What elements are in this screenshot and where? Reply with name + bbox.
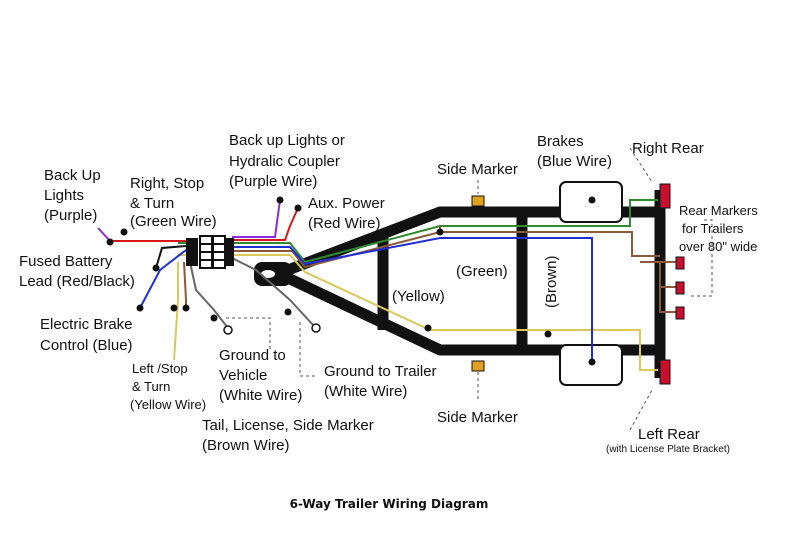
six-way-connector xyxy=(186,235,234,269)
side-marker-bottom-lamp xyxy=(471,360,485,372)
right-rear-lamp xyxy=(659,183,671,209)
label-green-wire: (Green) xyxy=(456,263,508,280)
label-backup-coupler: Back up Lights or Hydralic Coupler (Purp… xyxy=(229,132,345,190)
diagram-caption: 6-Way Trailer Wiring Diagram xyxy=(290,497,489,511)
label-left-rear-note: (with License Plate Bracket) xyxy=(606,444,730,455)
label-left-stop-1: Left /Stop xyxy=(132,361,188,376)
label-yellow-wire: (Yellow) xyxy=(392,288,445,305)
ground-trailer-terminal xyxy=(311,323,321,333)
brown-lead xyxy=(183,261,187,308)
label-left-rear: Left Rear xyxy=(638,426,700,443)
label-side-marker-top: Side Marker xyxy=(437,161,518,178)
label-ground-trailer: Ground to Trailer (White Wire) xyxy=(324,363,437,400)
black-battery xyxy=(155,245,187,269)
label-rear-markers-1: Rear Markers xyxy=(679,203,758,218)
label-side-marker-bottom: Side Marker xyxy=(437,409,518,426)
label-tail-license-1: Tail, License, Side Marker xyxy=(202,417,374,434)
label-fused-battery: Fused Battery Lead (Red/Black) xyxy=(19,253,135,290)
label-left-stop-2: & Turn xyxy=(132,379,170,394)
connection-dots xyxy=(106,196,596,366)
label-ground-trailer-2: (White Wire) xyxy=(324,383,407,400)
coupler-hole xyxy=(261,270,275,278)
label-backup-coupler-3: (Purple Wire) xyxy=(229,173,317,190)
label-right-stop: Right, Stop & Turn (Green Wire) xyxy=(130,175,217,230)
label-ground-trailer-1: Ground to Trailer xyxy=(324,363,437,380)
label-aux-power: Aux. Power (Red Wire) xyxy=(308,195,385,232)
label-ground-vehicle: Ground to Vehicle (White Wire) xyxy=(219,347,302,404)
label-fused-battery-2: Lead (Red/Black) xyxy=(19,273,135,290)
label-backup-coupler-2: Hydralic Coupler xyxy=(229,153,340,170)
label-rear-markers-3: over 80" wide xyxy=(679,239,757,254)
label-brakes: Brakes (Blue Wire) xyxy=(537,133,612,170)
side-marker-top-lamp xyxy=(471,195,485,207)
ground-vehicle-terminal xyxy=(223,325,233,335)
label-brakes-1: Brakes xyxy=(537,133,584,150)
blue-lead xyxy=(139,249,187,309)
label-ground-vehicle-3: (White Wire) xyxy=(219,387,302,404)
white-ground-trailer xyxy=(231,257,315,327)
red-wire xyxy=(232,207,299,241)
blue-wire xyxy=(232,237,593,362)
brown-wire xyxy=(232,231,676,313)
label-ground-vehicle-2: Vehicle xyxy=(219,367,267,384)
frame-tongue-bottom xyxy=(285,273,665,356)
label-right-stop-1: Right, Stop xyxy=(130,175,204,192)
rear-marker-3 xyxy=(675,306,685,320)
label-fused-battery-1: Fused Battery xyxy=(19,253,113,270)
label-right-stop-3: (Green Wire) xyxy=(130,213,217,230)
label-right-rear: Right Rear xyxy=(632,140,704,157)
label-electric-brake-2: Control (Blue) xyxy=(40,337,133,354)
label-brown-wire: (Brown) xyxy=(543,255,560,308)
purple-wire xyxy=(232,199,281,238)
label-left-stop-3: (Yellow Wire) xyxy=(130,397,206,412)
purple-lead xyxy=(97,227,111,242)
label-ground-vehicle-1: Ground to xyxy=(219,347,286,364)
label-backup-lights: Back Up Lights (Purple) xyxy=(44,167,101,224)
yellow-lead xyxy=(173,262,179,361)
label-backup-lights-1: Back Up xyxy=(44,167,101,184)
label-rear-markers-2: for Trailers xyxy=(682,221,744,236)
label-backup-lights-2: Lights xyxy=(44,187,84,204)
label-aux-power-2: (Red Wire) xyxy=(308,215,381,232)
rear-marker-2 xyxy=(675,281,685,295)
label-backup-coupler-1: Back up Lights or xyxy=(229,132,345,149)
label-tail-license: Tail, License, Side Marker (Brown Wire) xyxy=(202,417,374,454)
label-right-stop-2: & Turn xyxy=(130,195,174,212)
white-ground-vehicle xyxy=(189,261,229,329)
label-tail-license-2: (Brown Wire) xyxy=(202,437,290,454)
label-left-stop: Left /Stop & Turn (Yellow Wire) xyxy=(130,361,206,412)
label-electric-brake: Electric Brake Control (Blue) xyxy=(40,316,133,354)
rear-marker-1 xyxy=(675,256,685,270)
leader-lines xyxy=(226,147,713,431)
left-rear-lamp xyxy=(659,359,671,385)
label-aux-power-1: Aux. Power xyxy=(308,195,385,212)
label-backup-lights-3: (Purple) xyxy=(44,207,97,224)
label-brakes-2: (Blue Wire) xyxy=(537,153,612,170)
label-electric-brake-1: Electric Brake xyxy=(40,316,133,333)
label-rear-markers: Rear Markers for Trailers over 80" wide xyxy=(679,203,758,254)
